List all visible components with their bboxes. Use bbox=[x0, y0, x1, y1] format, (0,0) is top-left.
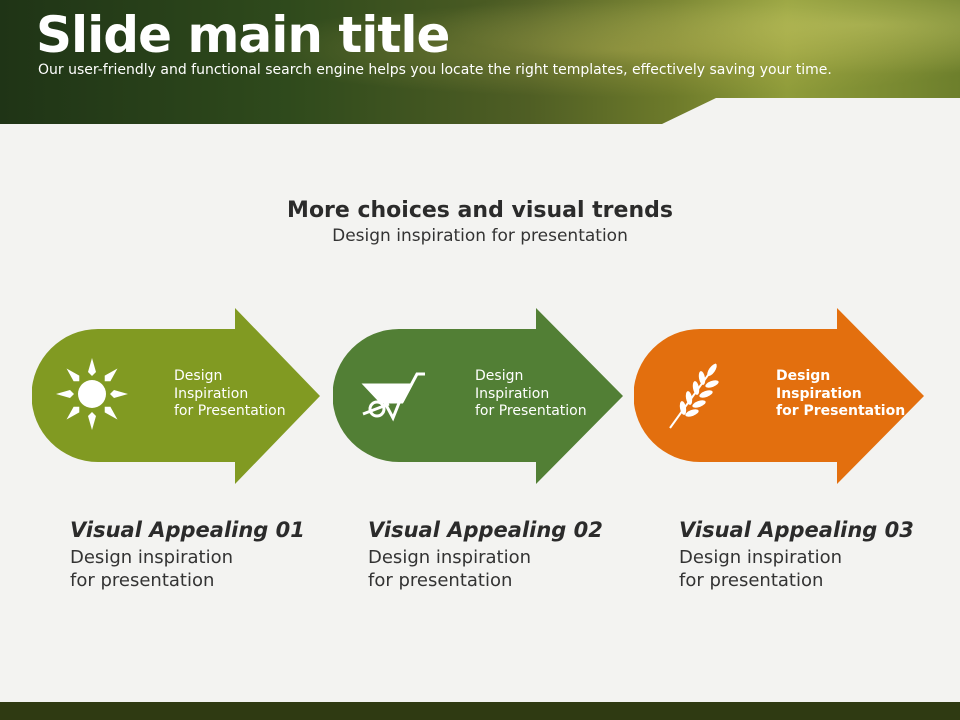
arrow-text-line: Inspiration bbox=[776, 385, 862, 402]
card-text: Design inspiration bbox=[679, 547, 842, 568]
arrow-text-line: for Presentation bbox=[475, 403, 587, 419]
sun-icon bbox=[56, 358, 128, 430]
arrow-text-line: Design bbox=[475, 368, 524, 384]
card-text: for presentation bbox=[70, 570, 215, 591]
header-banner bbox=[0, 0, 960, 124]
arrow-text-line: Inspiration bbox=[174, 385, 249, 402]
page-title: Slide main title bbox=[36, 6, 450, 64]
card-text: Design inspiration bbox=[70, 547, 233, 568]
arrow-text-line: Design bbox=[776, 368, 831, 384]
card-text: for presentation bbox=[679, 570, 824, 591]
card-title: Visual Appealing 01 bbox=[70, 518, 305, 542]
card-text: Design inspiration bbox=[368, 547, 531, 568]
arrow-text-line: for Presentation bbox=[174, 403, 286, 419]
arrow-text-line: for Presentation bbox=[776, 403, 906, 419]
card-text: for presentation bbox=[368, 570, 513, 591]
card-title: Visual Appealing 02 bbox=[368, 518, 603, 542]
wheat-icon bbox=[669, 363, 719, 429]
page-subtitle: Our user-friendly and functional search … bbox=[38, 62, 832, 78]
wheelbarrow-icon bbox=[361, 372, 425, 422]
arrow-text-line: Design bbox=[174, 368, 223, 384]
footer-bar bbox=[0, 702, 960, 720]
card-title: Visual Appealing 03 bbox=[679, 518, 914, 542]
section-subtitle: Design inspiration for presentation bbox=[332, 226, 628, 246]
section-title: More choices and visual trends bbox=[287, 198, 673, 223]
arrow-text-line: Inspiration bbox=[475, 385, 550, 402]
header-cutout bbox=[0, 98, 960, 124]
